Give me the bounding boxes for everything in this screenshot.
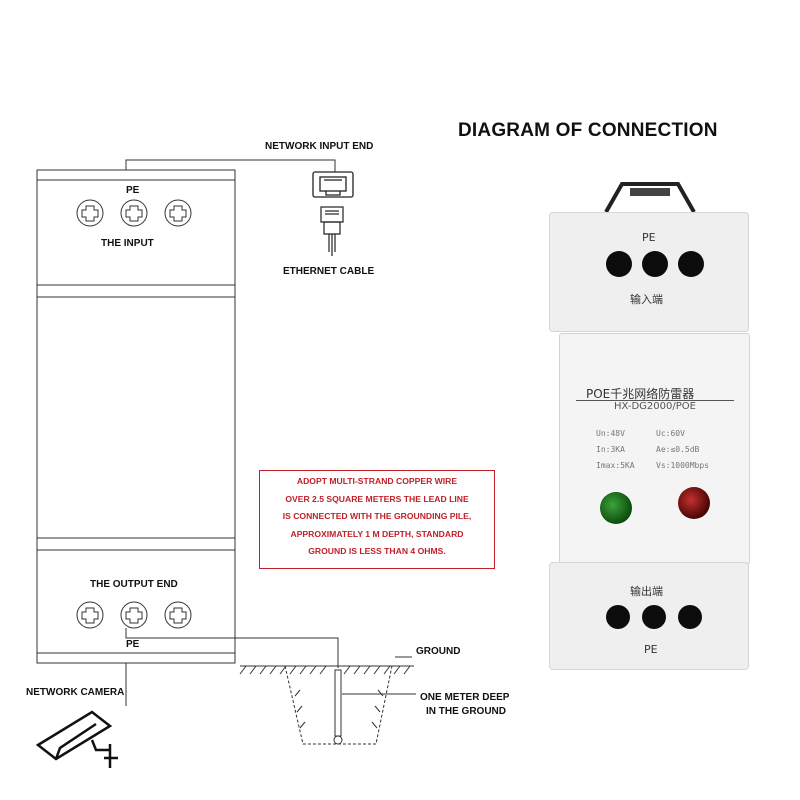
ethernet-plug-icon [320,206,344,256]
input-wire [125,159,336,172]
output-terminal-hole [678,605,702,629]
device-model: HX-DG2000/POE [614,401,696,412]
red-indicator-led [678,487,710,519]
grounding-pile [333,669,343,745]
output-terminal-hole [642,605,666,629]
terminal-hole [606,251,632,277]
din-rail-clip-icon [604,182,696,213]
device-top-section: PE 输入端 [549,212,749,332]
in-the-ground-label: IN THE GROUND [426,706,506,717]
device-pe-top: PE [642,231,656,244]
ethernet-cable-label: ETHERNET CABLE [283,266,375,277]
device-divider [576,400,734,401]
notice-line: GROUND IS LESS THAN 4 OHMS. [308,546,446,556]
the-input-label: THE INPUT [101,238,154,249]
spec-uc: Uc:60V [656,429,685,438]
device-pe-bottom: PE [644,643,658,656]
device-name: POE千兆网络防雷器 [586,387,695,401]
device-output-label: 输出端 [630,585,663,598]
output-terminal-hole [606,605,630,629]
ground-wire [125,628,339,668]
spec-imax: Imax:5KA [596,461,635,470]
spec-ae: Ae:≤0.5dB [656,445,700,454]
device-input-label: 输入端 [630,293,663,306]
terminal-hole [678,251,704,277]
notice-line: OVER 2.5 SQUARE METERS THE LEAD LINE [285,493,469,504]
output-terminals [76,601,192,629]
spec-in: In:3KA [596,445,625,454]
notice-line: ADOPT MULTI-STRAND COPPER WIRE [296,476,458,486]
ground-label: GROUND [416,646,461,657]
ground-surface [239,665,414,745]
module-outline [36,169,236,664]
input-terminals [76,199,192,227]
spec-un: Un:48V [596,429,625,438]
pe-bottom-label: PE [126,639,140,650]
terminal-hole [642,251,668,277]
device-front-panel: POE千兆网络防雷器 HX-DG2000/POE Un:48V Uc:60V I… [559,333,750,565]
grounding-notice: ADOPT MULTI-STRAND COPPER WIRE OVER 2.5 … [259,470,495,569]
notice-line: APPROXIMATELY 1 M DEPTH, STANDARD [290,528,464,539]
rj45-jack-icon [312,171,354,198]
pe-top-label: PE [126,185,140,196]
network-input-end-label: NETWORK INPUT END [265,141,374,152]
spec-vs: Vs:1000Mbps [656,461,709,470]
device-bottom-section: 输出端 PE [549,562,749,670]
network-camera-label: NETWORK CAMERA [26,687,125,698]
one-meter-deep-label: ONE METER DEEP [420,692,510,703]
green-indicator-led [600,492,632,524]
notice-line: IS CONNECTED WITH THE GROUNDING PILE, [282,511,472,521]
diagram-title: DIAGRAM OF CONNECTION [458,120,718,141]
network-camera-icon [35,710,118,768]
the-output-end-label: THE OUTPUT END [90,579,178,590]
